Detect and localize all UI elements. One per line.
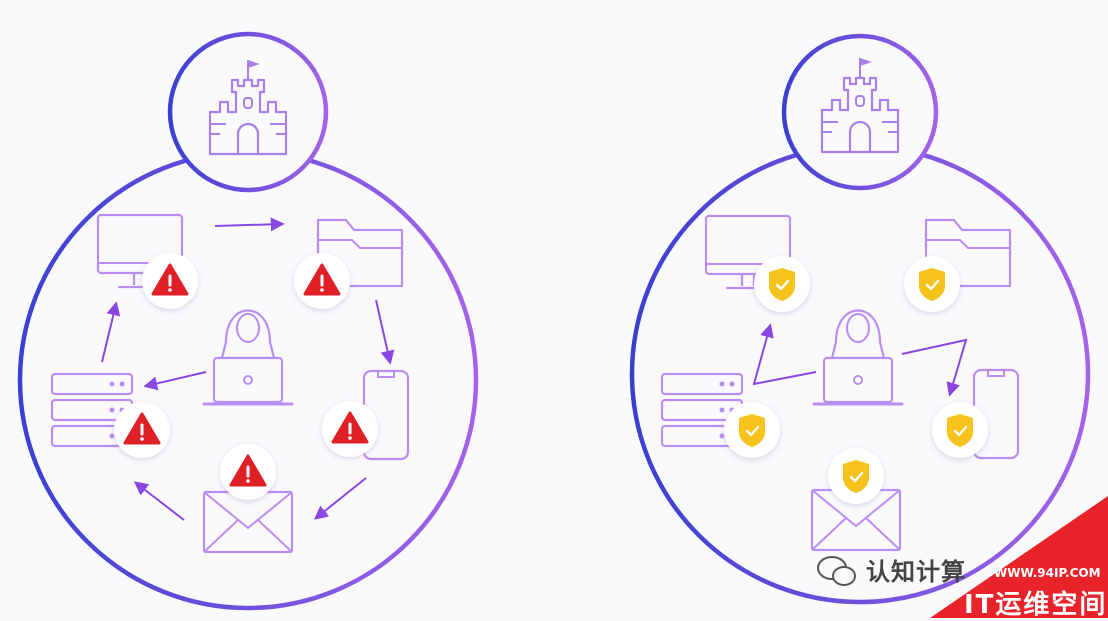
right-phone-shield-icon [932,402,988,458]
right-servers-shield-icon [724,402,780,458]
right-hacker-icon [812,309,904,406]
right-email-shield-icon [828,448,884,504]
left-hacker-icon [202,309,294,406]
arrow-folder-to-phone [375,299,395,365]
left-email-warning-icon [220,444,276,500]
arrow-computer-to-folder [214,217,285,232]
wechat-icon [817,556,856,586]
arrow-email-to-servers [133,481,185,521]
left-folder-warning-icon [294,253,350,309]
left-computer-warning-icon [142,253,198,309]
watermark-badge [817,496,1108,618]
left-arrows [101,217,395,521]
arrow-hacker-to-servers [143,371,207,391]
left-scene [17,31,479,611]
arrow-phone-to-email [313,477,367,520]
watermark-brand: IT运维空间 [964,590,1108,620]
watermark-url: WWW.94IP.COM [994,566,1101,580]
right-scene [629,33,1091,605]
watermark-label: 认知计算 [866,558,966,586]
left-servers-warning-icon [114,402,170,458]
left-email-icon [202,490,294,554]
right-folder-shield-icon [904,256,960,312]
arrow-hacker-to-phone [901,338,968,397]
right-computer-shield-icon [754,256,810,312]
left-phone-warning-icon [322,401,378,457]
arrow-servers-to-computer [101,301,121,363]
left-castle-circle [167,31,329,193]
right-arrows [752,323,968,397]
arrow-hacker-to-computer [752,323,817,386]
